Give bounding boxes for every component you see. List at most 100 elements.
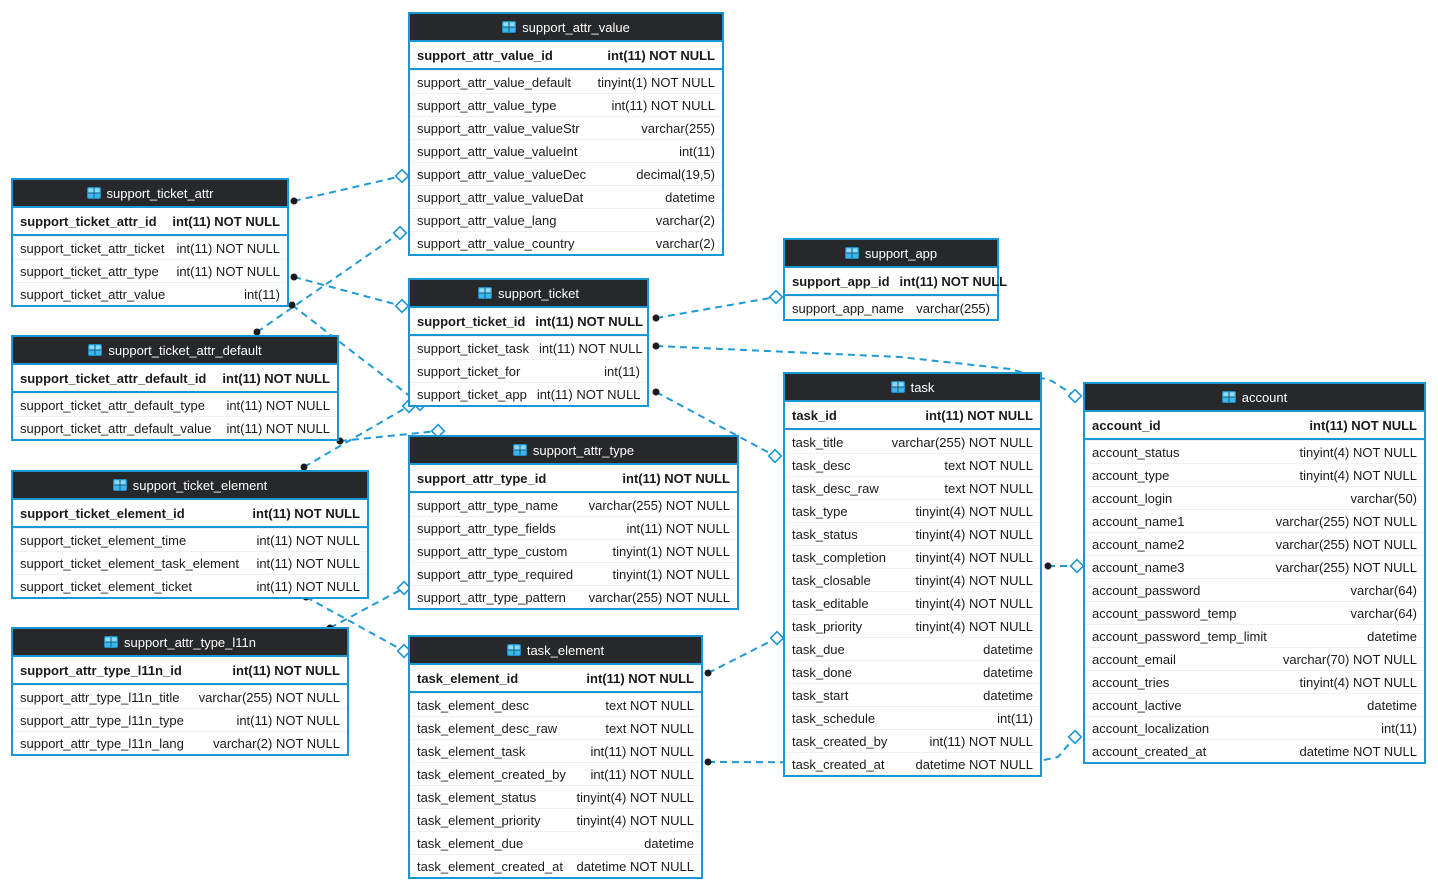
table-header[interactable]: support_ticket_element — [13, 472, 367, 500]
relationship-line[interactable] — [329, 587, 405, 629]
table-header[interactable]: support_ticket_attr_default — [13, 337, 337, 365]
relationship-line[interactable] — [256, 232, 401, 333]
table-header[interactable]: support_ticket — [410, 280, 647, 308]
relationship-line[interactable] — [339, 430, 439, 442]
table-header[interactable]: support_attr_type_l11n — [13, 629, 347, 657]
table-header[interactable]: support_ticket_attr — [13, 180, 287, 208]
table-header[interactable]: support_app — [785, 240, 997, 268]
relationship-line[interactable] — [707, 637, 778, 674]
table-header[interactable]: account — [1085, 384, 1424, 412]
table-support_ticket_element[interactable]: support_ticket_element support_ticket_ele… — [11, 470, 369, 599]
table-header[interactable]: task — [785, 374, 1040, 402]
relationship-line[interactable] — [655, 391, 776, 457]
table-header[interactable]: task_element — [410, 637, 701, 665]
relationship-line[interactable] — [293, 276, 403, 307]
relationship-line[interactable] — [305, 596, 405, 652]
relationship-line[interactable] — [655, 345, 1076, 397]
table-header[interactable]: support_attr_value — [410, 14, 722, 42]
table-header[interactable]: support_attr_type — [410, 437, 737, 465]
relationship-line[interactable] — [303, 405, 410, 468]
relationship-line[interactable] — [291, 304, 421, 405]
relationship-line[interactable] — [293, 175, 403, 202]
